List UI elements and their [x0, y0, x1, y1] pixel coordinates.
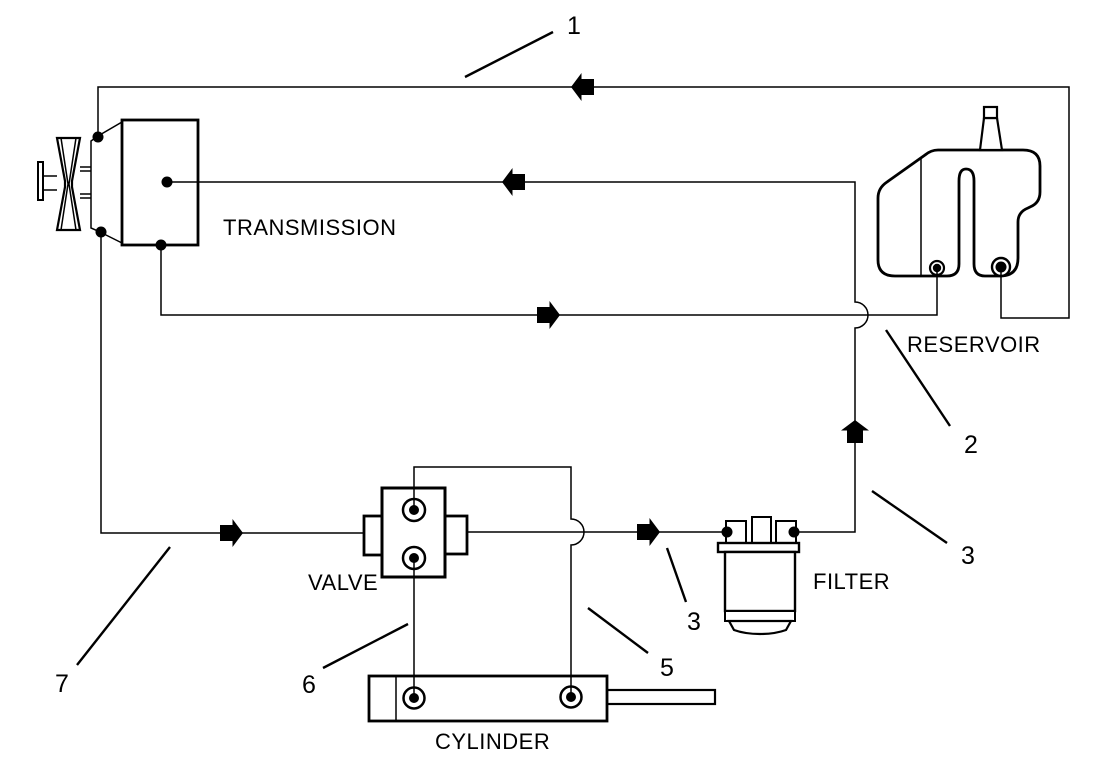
- leader-7: [76, 546, 171, 666]
- filler-cap-icon: [982, 105, 999, 120]
- leader-3-middle: [665, 547, 688, 603]
- leader-5: [587, 607, 649, 654]
- valve-label: VALVE: [308, 570, 378, 595]
- callout-3-right: 3: [961, 542, 975, 570]
- leader-3-right: [871, 490, 948, 544]
- callout-5: 5: [660, 654, 674, 682]
- cylinder-rod-icon: [605, 688, 717, 706]
- transmission-label: TRANSMISSION: [223, 215, 396, 240]
- reservoir-label: RESERVOIR: [907, 332, 1041, 357]
- reservoir-symbol: [876, 105, 1042, 278]
- filter-label: FILTER: [813, 569, 890, 594]
- cylinder-symbol: [367, 674, 717, 723]
- flow-arrow-right-icon: [637, 518, 660, 546]
- return-line: [160, 245, 938, 316]
- callout-6: 6: [302, 671, 316, 699]
- junction-dots: [92, 131, 1007, 703]
- callout-2: 2: [964, 431, 978, 459]
- suction-line: [97, 86, 1070, 319]
- filter-to-transmission-line: [167, 181, 869, 533]
- flow-arrow-left-icon: [502, 168, 525, 196]
- filler-neck-icon: [978, 116, 1004, 152]
- callout-1: 1: [567, 12, 581, 40]
- leader-1: [464, 30, 554, 79]
- valve-symbol: [362, 486, 469, 579]
- flow-arrow-right-icon: [537, 301, 560, 329]
- flow-arrow-up-icon: [841, 420, 869, 443]
- leader-2: [885, 329, 951, 427]
- cylinder-label: CYLINDER: [435, 729, 550, 754]
- flow-arrow-left-icon: [571, 73, 594, 101]
- flow-arrows: [220, 73, 869, 547]
- valve-to-cylinder-rod-line: [413, 466, 585, 697]
- callout-7: 7: [55, 670, 69, 698]
- callout-leaders: [76, 30, 951, 670]
- transmission-to-valve-line: [100, 232, 364, 534]
- leader-6: [322, 622, 409, 670]
- filter-symbol: [716, 516, 801, 636]
- callout-3-middle: 3: [687, 608, 701, 636]
- flow-arrow-right-icon: [220, 519, 243, 547]
